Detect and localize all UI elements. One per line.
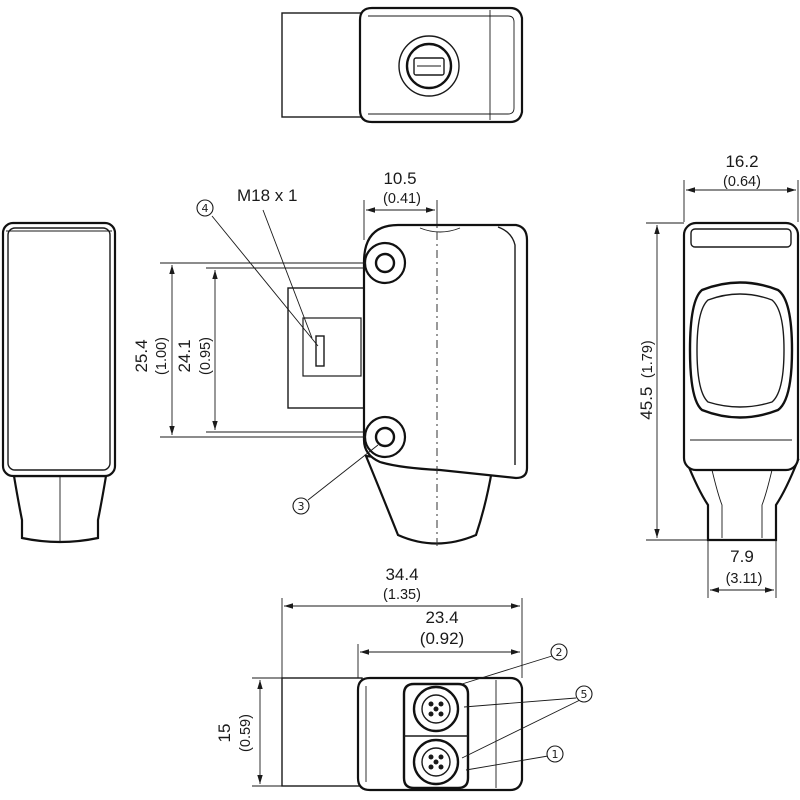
right-view-lens-inner: [696, 293, 785, 408]
bottom-view-housing: [356, 676, 524, 792]
thread-label: M18 x 1: [237, 186, 297, 205]
center-view-top-notch: [419, 227, 461, 233]
dim-hole-spacing-inner-value: 24.1: [175, 339, 194, 372]
bottom-view-connector-plate: [402, 682, 470, 790]
dim-hole-spacing-outer-inch: (1.00): [154, 337, 170, 375]
dim-foot-width-inch: (3.11): [726, 571, 763, 587]
bottom-view-connector-upper-pins: [428, 701, 444, 717]
dim-hole-spacing: 25.4 (1.00) 24.1 (0.95): [132, 262, 366, 438]
dim-depth-value: 15: [215, 724, 234, 743]
right-view-foot-curve-right: [761, 469, 773, 538]
dim-overall-length: 34.4 (1.35): [281, 565, 523, 678]
top-view-port-slot: [413, 57, 445, 76]
callout-1-label: 1: [552, 748, 559, 761]
dim-hole-spacing-inner-inch: (0.95): [198, 337, 214, 375]
dim-width-top-inch: (0.64): [723, 174, 761, 190]
callout-4-label: 4: [202, 202, 209, 215]
top-view: [281, 6, 524, 124]
callout-5: [575, 685, 593, 703]
dim-depth: 15 (0.59): [215, 677, 282, 787]
callout-1: [546, 745, 564, 763]
dim-height-label: 45.5 (1.79): [637, 340, 656, 419]
center-view-thread-window: [302, 317, 362, 377]
callout-5-label: 5: [581, 688, 588, 701]
top-view-port-outer: [398, 35, 460, 97]
right-view-lens-outer: [688, 281, 794, 419]
dim-foot-width: 7.9 (3.11): [707, 540, 777, 598]
center-view-housing: [362, 223, 529, 480]
dim-overall-length-inch: (1.35): [383, 587, 421, 603]
bottom-view-connector-lower: [412, 738, 460, 786]
dim-height: 45.5 (1.79): [637, 222, 708, 541]
top-view-housing: [358, 6, 524, 124]
callout-2-label: 2: [556, 646, 563, 659]
center-view: [287, 223, 529, 548]
center-view-mount-hole-upper: [363, 241, 407, 285]
center-view-mount-hole-lower-bore: [374, 426, 396, 448]
bottom-view-connector-lower-inner: [421, 747, 451, 777]
dim-foot-width-value: 7.9: [730, 547, 754, 566]
top-view-inner-edge: [368, 15, 515, 115]
left-view-housing: [1, 221, 117, 478]
callout-3: [292, 497, 310, 515]
callout-2-group: 2: [461, 643, 568, 685]
left-view-front-face: [7, 227, 111, 471]
dim-height-inch: (1.79): [640, 340, 656, 378]
dim-body-length-inch: (0.92): [420, 629, 464, 648]
top-view-connector-ribs: [281, 12, 363, 118]
dim-body-length: 23.4 (0.92): [357, 608, 520, 678]
callout-1-group: 1: [465, 745, 564, 771]
right-view-top-slot: [690, 228, 792, 248]
callout-4: [196, 199, 214, 217]
dim-width-top: 16.2 (0.64): [683, 152, 799, 222]
bottom-view-connector-lower-pins: [428, 754, 444, 770]
right-view-foot: [684, 458, 800, 542]
right-view: [682, 221, 800, 542]
thread-callout: M18 x 1 4: [196, 186, 319, 347]
callout-2: [550, 643, 568, 661]
callout-5-group: 5: [461, 685, 593, 759]
center-view-key-slot: [315, 335, 325, 367]
dim-offset-inch: (0.41): [383, 191, 421, 207]
top-view-port-ring: [405, 42, 453, 90]
dim-width-top-value: 16.2: [725, 152, 758, 171]
dim-depth-inch: (0.59): [238, 714, 254, 752]
dim-offset: 10.5 (0.41): [363, 169, 438, 240]
bottom-view-connector-ribs: [281, 677, 363, 787]
bottom-view-connector-upper: [412, 685, 460, 733]
center-view-side-edge: [497, 226, 516, 465]
bottom-view: [281, 676, 524, 792]
dim-height-value: 45.5: [637, 387, 656, 420]
right-view-housing: [682, 221, 800, 472]
dim-hole-spacing-outer-value: 25.4: [132, 339, 151, 372]
dim-overall-length-value: 34.4: [385, 565, 418, 584]
left-view: [1, 221, 117, 544]
right-view-foot-curve-left: [711, 469, 723, 538]
dim-body-length-value: 23.4: [425, 608, 458, 627]
callout-3-label: 3: [298, 500, 305, 513]
bottom-view-connector-upper-inner: [421, 694, 451, 724]
dim-offset-value: 10.5: [383, 169, 416, 188]
callout-3-group: 3: [292, 444, 379, 515]
center-view-mount-hole-upper-bore: [374, 252, 396, 274]
